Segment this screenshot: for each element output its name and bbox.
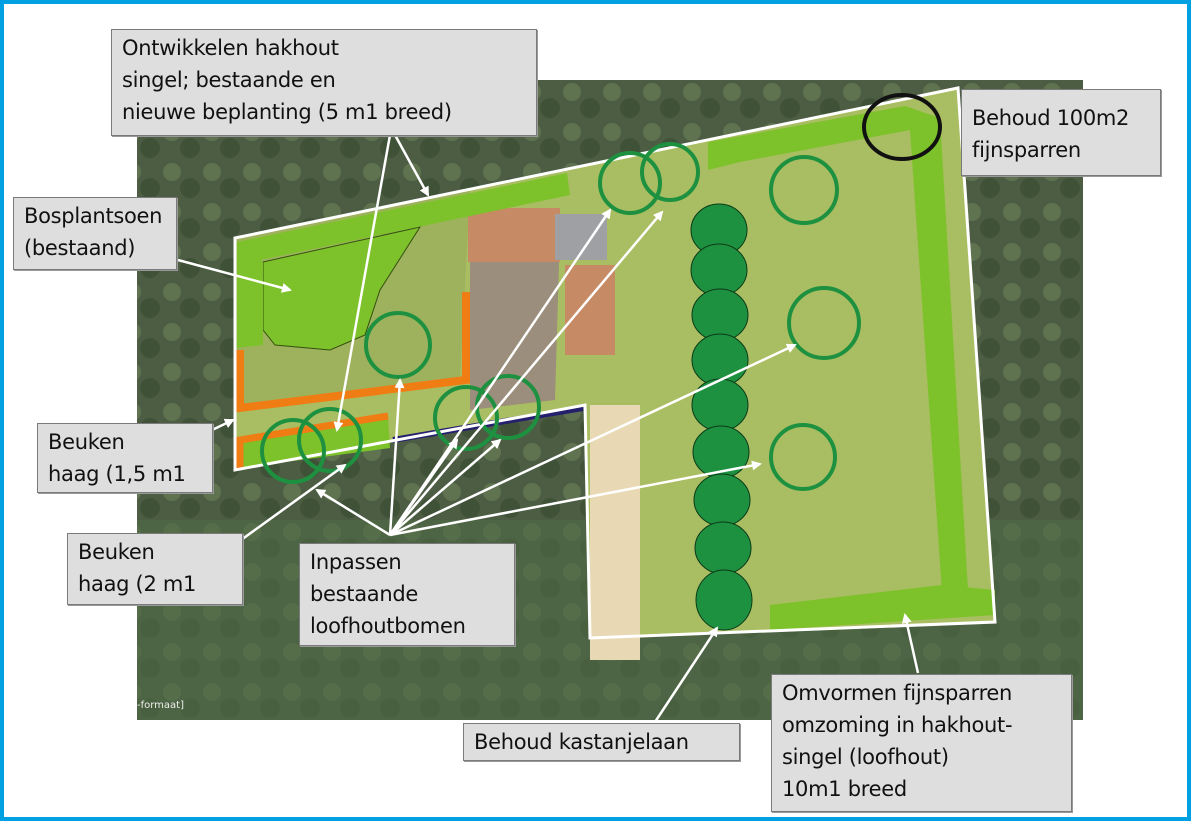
label-behoud-fijnsparren: Behoud 100m2 fijnsparren [961, 89, 1161, 176]
site-boundary [233, 86, 997, 640]
label-omvormen-fijnsparren: Omvormen fijnsparren omzoming in hakhout… [771, 674, 1072, 812]
building-roof [468, 208, 560, 262]
hakhout-band-left [237, 242, 263, 348]
label-inpassen-loofhoutbomen: Inpassen bestaande loofhoutbomen [299, 543, 515, 646]
fijnsparren-circle [862, 93, 942, 161]
existing-deciduous-trees [260, 142, 861, 491]
hakhout-band-top [237, 173, 570, 265]
label-behoud-kastanjelaan: Behoud kastanjelaan [463, 723, 740, 761]
bosplantsoen-area [262, 226, 422, 351]
fijnsparren-band [708, 106, 968, 592]
label-bosplantsoen: Bosplantsoen (bestaand) [13, 197, 177, 270]
chestnut-avenue-path [590, 405, 640, 660]
callout-arrows [177, 134, 920, 723]
courtyard [470, 230, 560, 410]
label-beuken-haag-2: Beuken haag (2 m1 [67, 533, 243, 605]
label-beuken-haag-1-5: Beuken haag (1,5 m1 [37, 423, 213, 493]
map-caption: -formaat] [137, 700, 185, 711]
fijnsparren-band-bottom [770, 585, 995, 630]
beuken-haag-green [240, 416, 390, 468]
label-hakhout-singel: Ontwikkelen hakhout singel; bestaande en… [111, 29, 537, 136]
beuken-haag-orange [236, 292, 470, 413]
building-roof [565, 265, 615, 355]
